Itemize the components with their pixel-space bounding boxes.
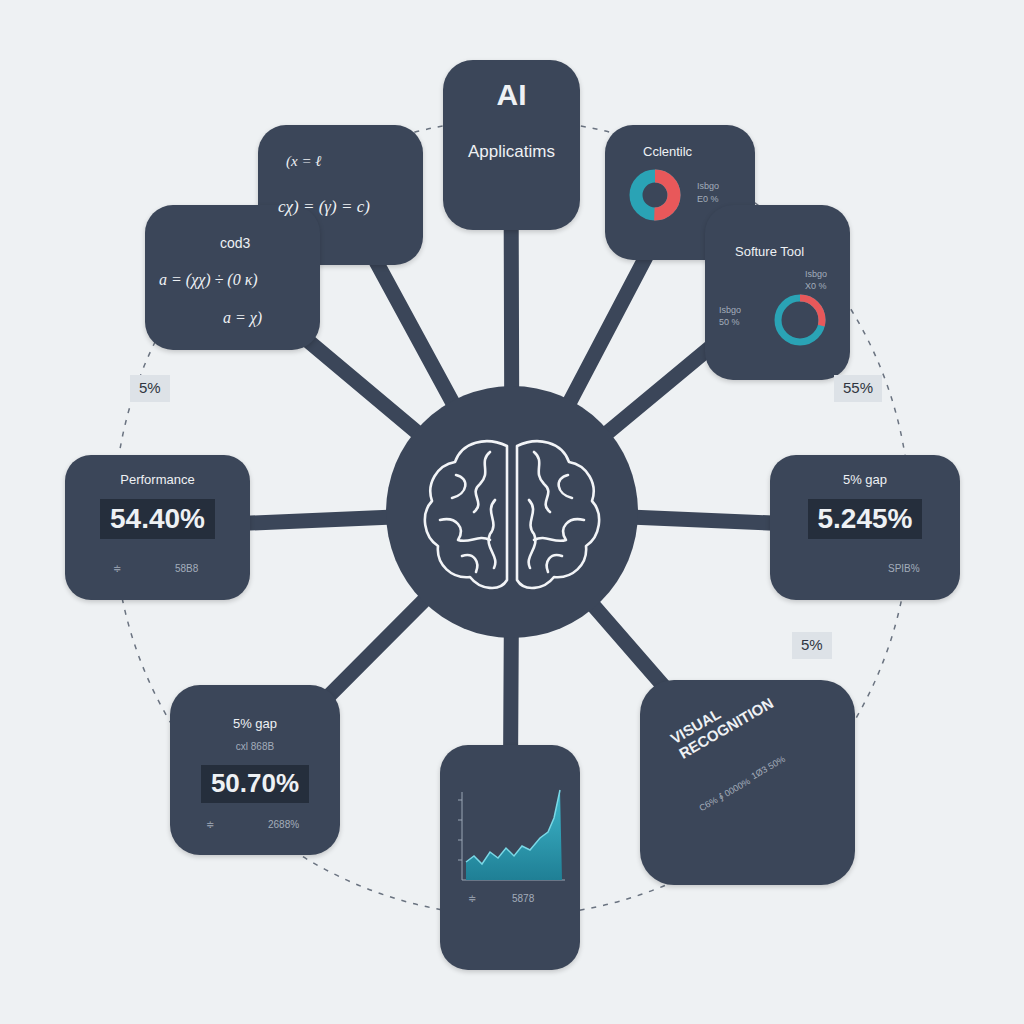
card-text: Performance <box>120 473 194 488</box>
small-caption: 1Ø3 50% <box>749 754 787 782</box>
small-caption: 58B8 <box>175 563 198 575</box>
metric-value: 5.245% <box>808 499 923 539</box>
rounded-card: 5% gap cxl 868B 50.70% ≑ 2688% <box>170 685 340 855</box>
card-text: (x = ℓ <box>286 153 322 170</box>
rounded-card: Performance 54.40% ≑ 58B8 <box>65 455 250 600</box>
card-text: a = χ) <box>223 309 262 327</box>
small-caption: ≑ <box>468 893 476 905</box>
card-text: 5% gap <box>843 473 887 488</box>
percent-tag: 5% <box>792 632 832 659</box>
small-caption: Isbgo <box>697 181 719 191</box>
card-text: cod3 <box>220 235 250 251</box>
percent-tag: 5% <box>130 375 170 402</box>
small-caption: 2688% <box>268 819 299 831</box>
small-caption: E0 % <box>697 194 719 204</box>
card-text: VISUAL RECOGNITION <box>667 667 797 762</box>
small-caption: C6% ∮ 0000% <box>697 776 752 814</box>
brain-icon <box>425 441 599 588</box>
small-caption: Isbgo <box>719 305 741 315</box>
metric-value: 50.70% <box>201 765 309 803</box>
card-text: AI <box>497 78 527 113</box>
rounded-card: Softure ToolIsbgoX0 %Isbgo50 % <box>705 205 850 380</box>
hub-circle <box>386 386 638 638</box>
small-caption: ≑ <box>206 819 214 831</box>
card-text: 5% gap <box>233 717 277 732</box>
donut-chart <box>778 298 822 342</box>
rounded-card: 5% gap 5.245% SPIB% <box>770 455 960 600</box>
small-caption: 50 % <box>719 317 740 327</box>
metric-value: 54.40% <box>100 499 215 539</box>
small-caption: 5878 <box>512 893 534 905</box>
donut-chart <box>636 176 674 214</box>
rounded-card: cod3 a = (χχ) ÷ (0 κ) a = χ) <box>145 205 320 350</box>
small-caption: SPIB% <box>888 563 920 575</box>
small-caption: ≑ <box>113 563 121 575</box>
area-chart <box>458 790 565 880</box>
rounded-card: AI Applicatims <box>443 60 580 230</box>
card-text: Applicatims <box>468 142 555 162</box>
card-text: a = (χχ) ÷ (0 κ) <box>159 271 258 289</box>
card-text: Cclentilc <box>643 145 692 160</box>
small-caption: cxl 868B <box>236 741 274 753</box>
card-text: cχ) = (γ) = c) <box>278 197 370 217</box>
rounded-card: VISUAL RECOGNITION1Ø3 50%C6% ∮ 0000% <box>640 680 855 885</box>
card-text: Softure Tool <box>735 245 804 260</box>
small-caption: Isbgo <box>805 269 827 279</box>
percent-tag: 55% <box>834 375 882 402</box>
small-caption: X0 % <box>805 281 827 291</box>
